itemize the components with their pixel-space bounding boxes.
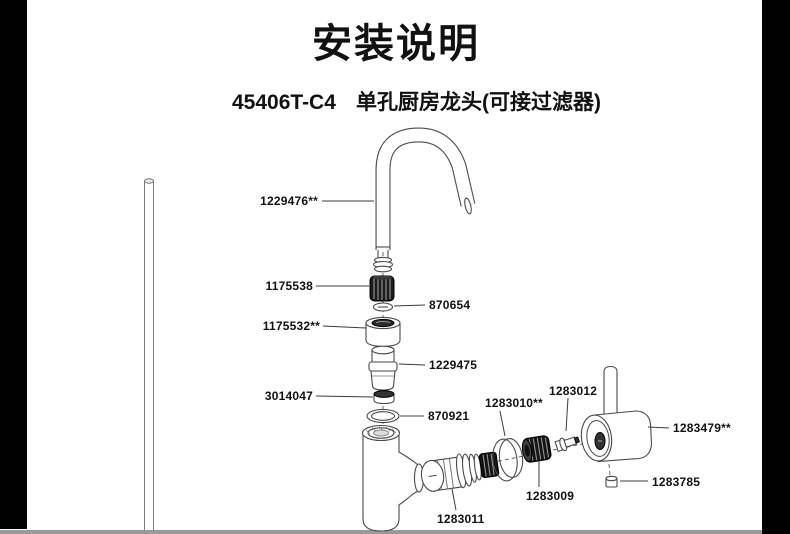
spout-graphic [372,127,476,273]
handle-graphic [580,365,653,463]
o-ring-graphic [366,408,400,424]
part-label-spout-nut: 1175538 [266,279,314,293]
product-name: 单孔厨房龙头(可接过滤器) [356,90,601,114]
part-label-outlet-fitting: 1175532** [263,319,320,333]
part-label-trim-ring: 1283010** [485,396,543,410]
faucet-body-graphic [361,424,425,534]
handle-screw-graphic [554,436,580,453]
spacer-graphic [373,390,395,405]
part-label-spout: 1229476** [260,194,318,208]
plug-graphic [605,475,618,488]
plug-axis-line [608,463,611,477]
check-valve-graphic [368,345,398,391]
trim-ring-graphic [492,438,524,482]
part-label-check-valve: 1229475 [429,358,477,372]
scan-edge-right [762,0,790,534]
part-label-handle: 1283479** [673,421,731,435]
spout-nut-graphic [369,275,395,302]
page-title: 安装说明 [312,22,480,66]
supply-tube-graphic [144,178,154,530]
part-label-cartridge-nut: 1283009 [526,489,574,503]
outlet-fitting-graphic [365,316,401,348]
part-label-handle-screw: 1283012 [549,384,597,398]
cartridge-nut-graphic [521,435,552,463]
part-label-plug: 1283785 [652,475,700,489]
cartridge-graphic [420,451,500,492]
part-label-o-ring: 870921 [428,409,469,423]
part-label-washer: 870654 [429,298,470,312]
scan-edge-bottom [0,530,790,534]
model-number: 45406T-C4 [232,91,336,114]
part-label-spacer: 3014047 [265,389,313,403]
scan-edge-left [0,0,27,529]
leader-lines [315,200,670,511]
part-label-cartridge: 1283011 [437,512,485,526]
washer-graphic [372,302,394,312]
